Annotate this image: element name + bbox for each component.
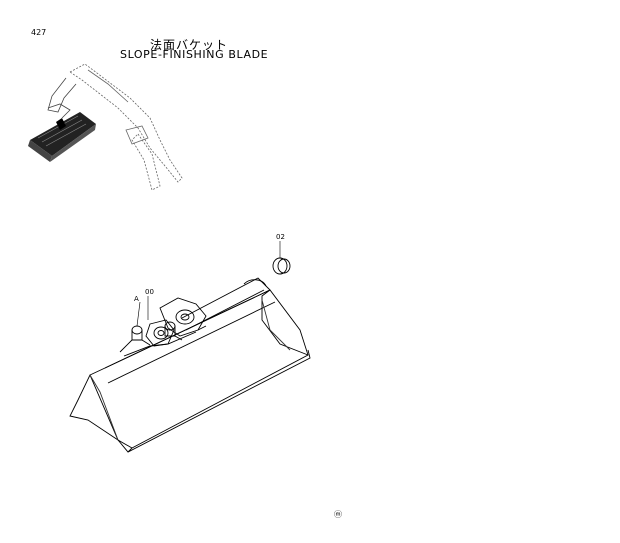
slope-finishing-blade-drawing (69, 241, 311, 453)
callout-view-a: A (134, 295, 139, 303)
page-number: 427 (31, 28, 47, 37)
callout-part-02: 02 (276, 233, 285, 241)
page-title-english: SLOPE-FINISHING BLADE (120, 48, 269, 61)
manufacturer-mark: ⓜ (334, 510, 342, 519)
page-title-japanese: 法面バケット (150, 38, 229, 52)
callout-part-00: 00 (145, 288, 154, 296)
